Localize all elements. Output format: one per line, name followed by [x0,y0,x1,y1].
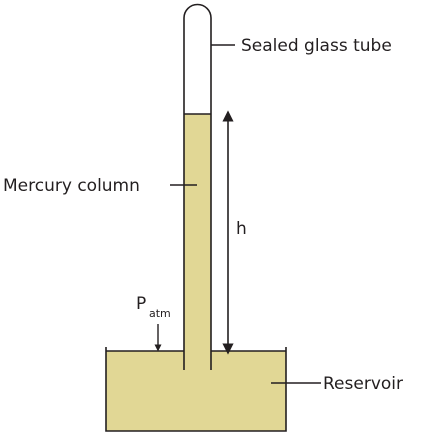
tube-label: Sealed glass tube [241,36,392,56]
glass-tube-outline [183,3,212,370]
mercury-column-label: Mercury column [3,176,140,196]
mercury-column-fill [184,114,211,354]
reservoir-mercury [106,351,286,431]
pressure-label-main: P [136,294,146,314]
reservoir-label: Reservoir [323,374,403,394]
reservoir-outline [105,347,287,432]
pressure-label-sub: atm [149,307,171,320]
height-label: h [236,219,247,239]
